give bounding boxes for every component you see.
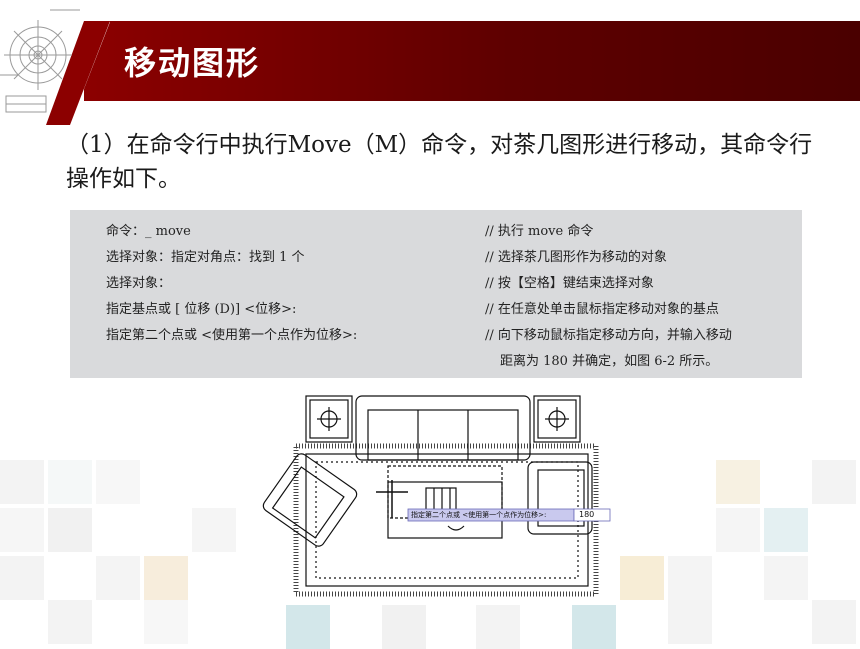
command-comment: // 按【空格】键结束选择对象: [485, 276, 654, 291]
command-comment: // 执行 move 命令: [485, 224, 594, 239]
background-mosaic: [0, 460, 860, 649]
command-text: 命令：_ move: [106, 224, 191, 239]
command-text: 指定第二个点或 <使用第一个点作为位移>:: [106, 328, 358, 343]
command-text: 选择对象：指定对角点：找到 1 个: [106, 250, 305, 265]
dynamic-input-value[interactable]: 180: [579, 510, 595, 519]
dynamic-input-prompt: 指定第二个点或 <使用第一个点作为位移>:: [411, 511, 547, 519]
sofa-layout-drawing: [258, 388, 615, 603]
command-listing: 命令：_ move // 执行 move 命令 选择对象：指定对角点：找到 1 …: [70, 210, 802, 378]
command-comment: 距离为 180 并确定，如图 6-2 所示。: [500, 354, 719, 369]
command-row: 选择对象： // 按【空格】键结束选择对象: [70, 272, 802, 298]
command-comment: // 选择茶几图形作为移动的对象: [485, 250, 667, 265]
command-text: 指定基点或 [ 位移 (D)] <位移>:: [106, 302, 297, 317]
command-row: 指定基点或 [ 位移 (D)] <位移>: // 在任意处单击鼠标指定移动对象的…: [70, 298, 802, 324]
command-row: 距离为 180 并确定，如图 6-2 所示。: [70, 350, 802, 376]
command-row: 指定第二个点或 <使用第一个点作为位移>: // 向下移动鼠标指定移动方向，并输…: [70, 324, 802, 350]
cad-drawing-logo-icon: [0, 0, 110, 125]
header-bar: [84, 21, 860, 101]
command-row: 命令：_ move // 执行 move 命令: [70, 220, 802, 246]
command-row: 选择对象：指定对角点：找到 1 个 // 选择茶几图形作为移动的对象: [70, 246, 802, 272]
command-comment: // 在任意处单击鼠标指定移动对象的基点: [485, 302, 719, 317]
page-title: 移动图形: [124, 44, 261, 82]
intro-paragraph: （1）在命令行中执行Move（M）命令，对茶几图形进行移动，其命令行操作如下。: [66, 132, 813, 192]
command-text: 选择对象：: [106, 276, 172, 291]
command-comment: // 向下移动鼠标指定移动方向，并输入移动: [485, 328, 732, 343]
